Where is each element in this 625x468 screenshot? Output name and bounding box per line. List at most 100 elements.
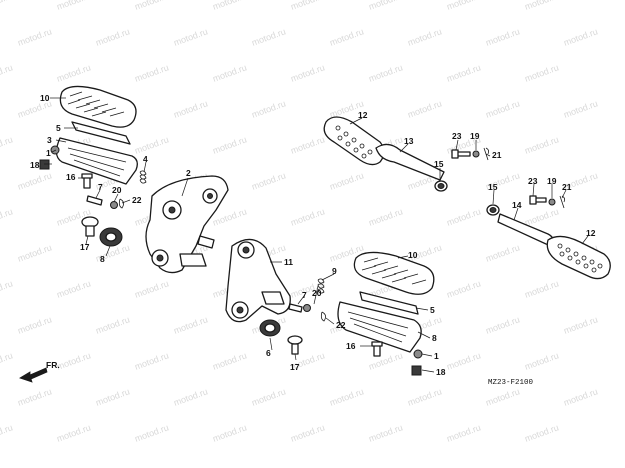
- watermark-text: motod.ru: [0, 278, 14, 300]
- right-peg-body: [337, 301, 422, 353]
- watermark-text: motod.ru: [133, 422, 170, 444]
- right-pivot-washer: [413, 349, 423, 359]
- watermark-text: motod.ru: [250, 386, 287, 408]
- watermark-text: motod.ru: [55, 62, 92, 84]
- watermark-text: motod.ru: [445, 422, 482, 444]
- watermark-text: motod.ru: [172, 386, 209, 408]
- watermark-text: motod.ru: [16, 26, 53, 48]
- callout-15-pillion-lower-washer: 15: [488, 182, 498, 192]
- watermark-text: motod.ru: [445, 0, 482, 12]
- watermark-text: motod.ru: [94, 314, 131, 336]
- callout-14-pillion-lower-peg: 14: [512, 200, 522, 210]
- watermark-text: motod.ru: [523, 206, 560, 228]
- watermark-text: motod.ru: [523, 134, 560, 156]
- watermark-text: motod.ru: [523, 278, 560, 300]
- pillion-lower-washer-2: [548, 198, 556, 206]
- right-peg-bolt: [371, 341, 383, 357]
- right-bracket-washer: [303, 304, 311, 312]
- watermark-text: motod.ru: [172, 314, 209, 336]
- watermark-text: motod.ru: [484, 386, 521, 408]
- left-footpeg-assembly: [39, 85, 147, 247]
- callout-21-pillion-upper-pin: 21: [492, 150, 502, 160]
- watermark-text: motod.ru: [328, 170, 365, 192]
- right-mount-rubber: [259, 319, 281, 337]
- left-pivot-washer: [50, 145, 60, 155]
- watermark-text: motod.ru: [445, 206, 482, 228]
- watermark-text: motod.ru: [211, 422, 248, 444]
- callout-5-right-plate: 5: [430, 305, 435, 315]
- callout-5-left-plate: 5: [56, 123, 61, 133]
- right-bracket: [225, 238, 291, 323]
- watermark-text: motod.ru: [211, 62, 248, 84]
- left-peg-clip: [118, 198, 124, 209]
- watermark-text: motod.ru: [328, 386, 365, 408]
- right-mount-bolt: [287, 335, 303, 355]
- left-peg-washer: [110, 201, 118, 209]
- watermark-text: motod.ru: [523, 62, 560, 84]
- right-pivot-nut: [411, 365, 422, 376]
- diagram-code: MZ23-F2100: [488, 379, 534, 387]
- watermark-text: motod.ru: [523, 350, 560, 372]
- callout-23-pillion-lower-bolt: 23: [528, 176, 538, 186]
- watermark-text: motod.ru: [0, 0, 14, 12]
- watermark-text: motod.ru: [211, 0, 248, 12]
- left-peg-spring: [139, 170, 147, 184]
- watermark-text: motod.ru: [133, 350, 170, 372]
- watermark-text: motod.ru: [55, 422, 92, 444]
- callout-9-right-spring: 9: [332, 266, 337, 276]
- left-peg-bolt: [81, 173, 93, 189]
- callout-20-left-washer: 20: [112, 185, 122, 195]
- callout-18-right-nut: 18: [436, 367, 446, 377]
- callout-labels: 10 5 3 1 18 4 16 7 20 22 17 8 2 11 7 20 …: [30, 93, 596, 377]
- callout-2-left-bracket: 2: [186, 168, 191, 178]
- pillion-upper-washer-2: [472, 150, 480, 158]
- watermark-text: motod.ru: [328, 26, 365, 48]
- left-peg-pin: [86, 195, 103, 206]
- callout-8-left-rubber: 8: [100, 254, 105, 264]
- watermark-text: motod.ru: [133, 0, 170, 12]
- pillion-upper-rubber: [323, 116, 385, 166]
- callout-19-pillion-upper-washer: 19: [470, 131, 480, 141]
- callout-7-right-pin: 7: [302, 290, 307, 300]
- watermark-text: motod.ru: [562, 386, 599, 408]
- watermark-text: motod.ru: [133, 62, 170, 84]
- watermark-text: motod.ru: [289, 422, 326, 444]
- watermark-text: motod.ru: [367, 206, 404, 228]
- front-arrow-icon: [19, 367, 48, 383]
- left-peg-rubber: [59, 85, 137, 128]
- watermark-text: motod.ru: [367, 350, 404, 372]
- callout-17-left-bolt: 17: [80, 242, 90, 252]
- watermark-text: motod.ru: [367, 0, 404, 12]
- callout-23-pillion-upper-bolt: 23: [452, 131, 462, 141]
- right-peg-plate: [359, 291, 419, 315]
- callout-20-right-washer: 20: [312, 288, 322, 298]
- watermark-text: motod.ru: [562, 314, 599, 336]
- watermark-text: motod.ru: [523, 0, 560, 12]
- watermark-text: motod.ru: [55, 278, 92, 300]
- callout-22-right-clip: 22: [336, 320, 346, 330]
- callout-1-right-washer: 1: [434, 351, 439, 361]
- left-mount-bolt: [81, 216, 99, 237]
- watermark-text: motod.ru: [211, 134, 248, 156]
- leader-lines: [44, 97, 589, 373]
- watermark-text: motod.ru: [289, 206, 326, 228]
- watermark-text: motod.ru: [289, 134, 326, 156]
- watermark-text: motod.ru: [133, 134, 170, 156]
- callout-1-left-washer: 1: [46, 148, 51, 158]
- watermark-text: motod.ru: [406, 386, 443, 408]
- watermark-text: motod.ru: [94, 386, 131, 408]
- watermark-text: motod.ru: [406, 26, 443, 48]
- watermark-text: motod.ru: [445, 62, 482, 84]
- callout-18-left-nut: 18: [30, 160, 40, 170]
- watermark-text: motod.ru: [562, 26, 599, 48]
- watermark-text: motod.ru: [562, 98, 599, 120]
- watermark-text: motod.ru: [0, 350, 14, 372]
- callout-15-pillion-upper-washer: 15: [434, 159, 444, 169]
- right-bracket-pin: [288, 303, 303, 313]
- callout-6-right-rubber: 6: [266, 348, 271, 358]
- callout-8-right-body: 8: [432, 333, 437, 343]
- watermark-text: motod.ru: [16, 170, 53, 192]
- watermark-text: motod.ru: [0, 62, 14, 84]
- callout-12-pillion-lower-rubber: 12: [586, 228, 596, 238]
